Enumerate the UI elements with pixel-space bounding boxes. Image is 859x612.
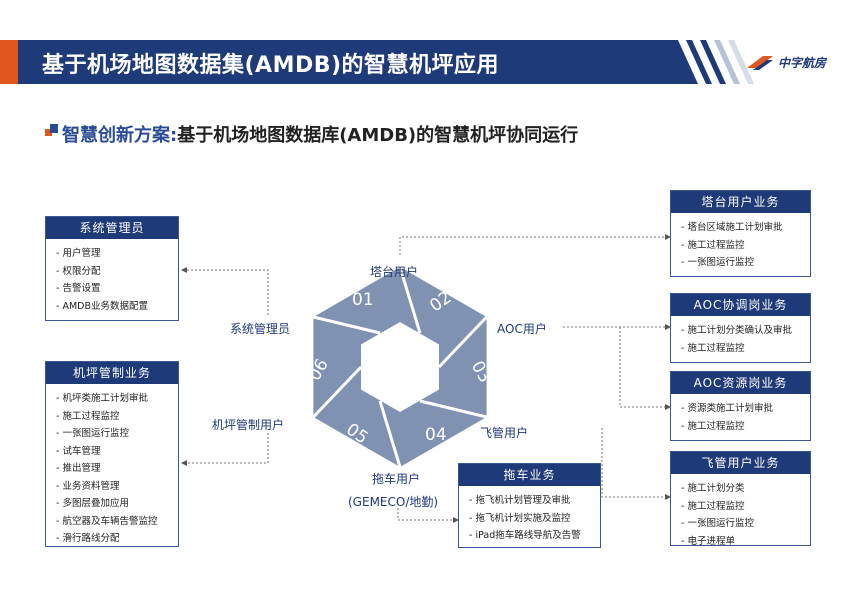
list-item: 权限分配 [56,263,170,281]
panel-flight-title: 飞管用户业务 [671,452,810,474]
list-item: 塔台区域施工计划审批 [681,219,802,237]
list-item: 一张图运行监控 [681,254,802,272]
list-item: 拖飞机计划管理及审批 [469,492,592,510]
list-item: 电子进程单 [681,533,802,551]
connector-flight [601,428,671,500]
panel-tower: 塔台用户业务 塔台区域施工计划审批 施工过程监控 一张图运行监控 [670,190,811,277]
list-item: 资源类施工计划审批 [681,400,802,418]
segment-01: 01 [352,290,374,310]
panel-apron-title: 机坪管制业务 [46,362,178,384]
list-item: 施工计划分类确认及审批 [681,322,802,340]
connector-aoc-res [619,327,671,410]
panel-aoc-coord: AOC协调岗业务 施工计划分类确认及审批 施工过程监控 [670,293,811,363]
role-tug: 拖车用户 [372,472,421,486]
connector-tug [397,508,459,523]
logo-icon [747,56,773,70]
panel-apron: 机坪管制业务 机坪类施工计划审批 施工过程监控 一张图运行监控 试车管理 推出管… [45,361,179,547]
role-flight: 飞管用户 [480,426,529,440]
list-item: 多图层叠加应用 [56,495,170,513]
page-title: 基于机场地图数据集(AMDB)的智慧机坪应用 [42,53,500,78]
panel-aoc-coord-list: 施工计划分类确认及审批 施工过程监控 [671,316,810,361]
subtitle-highlight: 智慧创新方案: [62,125,178,146]
list-item: 施工过程监控 [681,498,802,516]
list-item: 推出管理 [56,460,170,478]
connector-admin [181,267,269,315]
role-tug-sub: (GEMECO/地勤) [348,495,439,509]
panel-tower-list: 塔台区域施工计划审批 施工过程监控 一张图运行监控 [671,213,810,276]
subtitle-bullet-icon [45,124,58,136]
list-item: iPad拖车路线导航及告警 [469,527,592,545]
hexagon-diagram [312,266,488,468]
panel-tug-title: 拖车业务 [459,464,600,486]
list-item: 施工过程监控 [681,237,802,255]
list-item: 施工过程监控 [681,418,802,436]
list-item: 一张图运行监控 [56,425,170,443]
role-apron: 机坪管制用户 [212,418,285,432]
subtitle-rest: 基于机场地图数据库(AMDB)的智慧机坪协同运行 [177,125,579,146]
header-accent [0,40,18,84]
connector-apron [181,433,269,466]
panel-admin-title: 系统管理员 [46,217,178,239]
list-item: 告警设置 [56,280,170,298]
panel-flight: 飞管用户业务 施工计划分类 施工过程监控 一张图运行监控 电子进程单 [670,451,811,547]
role-aoc: AOC用户 [497,322,547,336]
panel-aoc-res-list: 资源类施工计划审批 施工过程监控 [671,394,810,439]
panel-tower-title: 塔台用户业务 [671,191,810,213]
panel-admin-list: 用户管理 权限分配 告警设置 AMDB业务数据配置 [46,239,178,319]
list-item: 拖飞机计划实施及监控 [469,510,592,528]
list-item: 用户管理 [56,245,170,263]
list-item: 航空器及车辆告警监控 [56,513,170,531]
header-bar [18,40,678,84]
panel-tug-list: 拖飞机计划管理及审批 拖飞机计划实施及监控 iPad拖车路线导航及告警 [459,486,600,549]
panel-aoc-res: AOC资源岗业务 资源类施工计划审批 施工过程监控 [670,371,811,441]
panel-tug: 拖车业务 拖飞机计划管理及审批 拖飞机计划实施及监控 iPad拖车路线导航及告警 [458,463,601,548]
logo-text: 中字航房 [778,56,827,70]
panel-apron-list: 机坪类施工计划审批 施工过程监控 一张图运行监控 试车管理 推出管理 业务资料管… [46,384,178,552]
panel-aoc-res-title: AOC资源岗业务 [671,372,810,394]
header-stripes [600,40,754,84]
panel-admin: 系统管理员 用户管理 权限分配 告警设置 AMDB业务数据配置 [45,216,179,321]
panel-aoc-coord-title: AOC协调岗业务 [671,294,810,316]
subtitle: 智慧创新方案:基于机场地图数据库(AMDB)的智慧机坪协同运行 [62,121,578,147]
role-tower: 塔台用户 [370,265,419,279]
list-item: AMDB业务数据配置 [56,298,170,316]
list-item: 试车管理 [56,443,170,461]
list-item: 施工过程监控 [681,340,802,358]
list-item: 业务资料管理 [56,478,170,496]
panel-flight-list: 施工计划分类 施工过程监控 一张图运行监控 电子进程单 [671,474,810,554]
list-item: 一张图运行监控 [681,515,802,533]
connector-tower [399,234,671,255]
list-item: 施工过程监控 [56,408,170,426]
list-item: 机坪类施工计划审批 [56,390,170,408]
list-item: 滑行路线分配 [56,530,170,548]
list-item: 施工计划分类 [681,480,802,498]
segment-04: 04 [425,425,447,445]
role-admin: 系统管理员 [230,322,291,336]
